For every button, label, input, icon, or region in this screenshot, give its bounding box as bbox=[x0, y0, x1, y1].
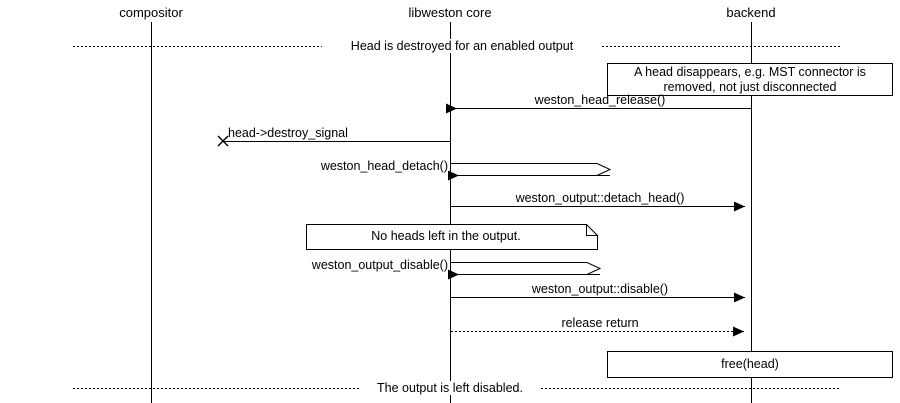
arrow-weston-output-disable-selfcall bbox=[451, 262, 602, 275]
divider-label-output-left-disabled: The output is left disabled. bbox=[373, 381, 527, 395]
participant-label-compositor: compositor bbox=[119, 5, 183, 20]
participant-label-backend: backend bbox=[726, 5, 776, 20]
message-label-weston-head-release: weston_head_release() bbox=[534, 93, 666, 107]
message-label-weston-head-detach: weston_head_detach() bbox=[320, 159, 448, 173]
note-dogear-no-heads-left bbox=[586, 224, 598, 236]
note-text-no-heads-left: No heads left in the output. bbox=[371, 229, 521, 243]
note-text-mst-connector-line2: removed, not just disconnected bbox=[663, 80, 837, 94]
note-text-mst-connector-line1: A head disappears, e.g. MST connector is bbox=[634, 65, 866, 79]
arrow-weston-head-detach-selfcall bbox=[451, 163, 612, 176]
divider-label-head-destroyed: Head is destroyed for an enabled output bbox=[346, 39, 578, 53]
participant-label-libweston-core: libweston core bbox=[408, 5, 492, 20]
note-box-free-head bbox=[607, 351, 893, 378]
note-text-free-head: free(head) bbox=[721, 357, 779, 371]
message-label-weston-output-detach-head: weston_output::detach_head() bbox=[515, 191, 685, 205]
message-label-weston-output-disable: weston_output_disable() bbox=[311, 258, 448, 272]
message-label-weston-output-disable-backend: weston_output::disable() bbox=[531, 282, 669, 296]
note-box-mst-connector bbox=[607, 63, 893, 96]
x-terminator-destroy-signal bbox=[217, 135, 229, 147]
message-label-head-destroy-signal: head->destroy_signal bbox=[228, 126, 348, 140]
note-box-no-heads-left bbox=[306, 224, 598, 250]
message-label-release-return: release return bbox=[558, 316, 642, 330]
